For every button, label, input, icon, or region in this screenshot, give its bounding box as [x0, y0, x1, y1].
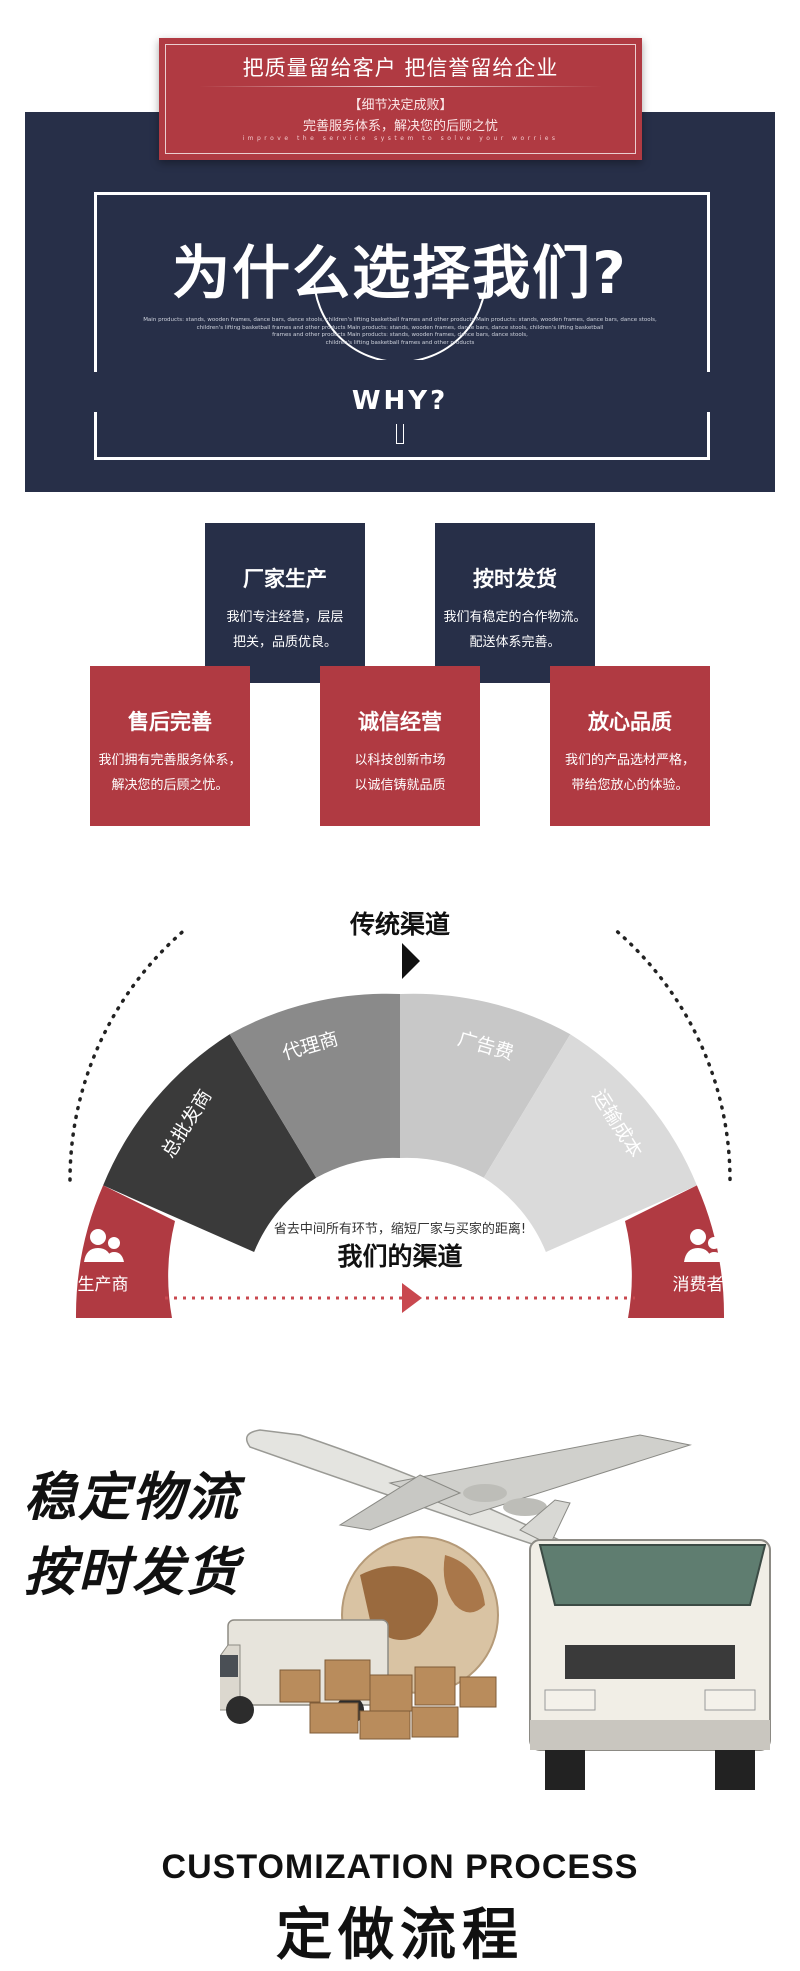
feature-text: 我们拥有完善服务体系，: [98, 753, 242, 768]
feature-title: 放心品质: [588, 710, 672, 734]
consumer-label: 消费者: [673, 1275, 724, 1295]
frame-line: [94, 192, 97, 372]
slogan-banner: 把质量留给客户 把信誉留给企业 【细节决定成败】 完善服务体系，解决您的后顾之忧…: [159, 38, 642, 160]
banner-border: [165, 44, 636, 154]
why-word: WHY?: [351, 386, 449, 416]
airplane-icon: [245, 1429, 692, 1551]
dotted-arc: [68, 930, 732, 1182]
why-panel: [25, 112, 775, 492]
banner-title: 把质量留给客户 把信誉留给企业: [242, 56, 559, 80]
feature-card-delivery: 按时发货 我们有稳定的合作物流。 配送体系完善。: [435, 523, 595, 683]
feature-title: 按时发货: [473, 567, 557, 591]
feature-text: 以诚信铸就品质: [354, 778, 446, 793]
frame-line: [94, 457, 710, 460]
banner-subtitle: 【细节决定成败】: [348, 98, 453, 113]
feature-text: 以科技创新市场: [354, 753, 446, 768]
why-bar: [396, 424, 404, 444]
feature-text: 我们有稳定的合作物流。: [443, 610, 587, 625]
logistics-headline: 稳定物流: [24, 1467, 241, 1528]
feature-card-aftersales: 售后完善 我们拥有完善服务体系， 解决您的后顾之忧。: [90, 666, 250, 826]
consumer-block: [625, 1185, 725, 1318]
traditional-channel-title: 传统渠道: [349, 910, 450, 939]
segment-wholesaler: [103, 1034, 317, 1252]
feature-title: 诚信经营: [358, 710, 442, 734]
frame-line: [94, 412, 97, 460]
frame-line: [707, 192, 710, 372]
why-title: 为什么选择我们?: [172, 239, 628, 307]
arrow-right-icon: [402, 943, 420, 979]
feature-card-factory: 厂家生产 我们专注经营，层层 把关，品质优良。: [205, 523, 365, 683]
feature-text: 把关，品质优良。: [232, 635, 337, 650]
arrow-right-icon: [402, 1283, 422, 1313]
channel-note: 省去中间所有环节，缩短厂家与买家的距离!: [273, 1222, 527, 1237]
banner-divider: [199, 86, 602, 87]
logistics-headline: 按时发货: [24, 1542, 241, 1603]
fine-print-line: frames and other products Main products:…: [272, 332, 528, 338]
producer-people-icon: [84, 1229, 124, 1262]
logistics-illustration: [220, 1429, 771, 1790]
feature-text: 配送体系完善。: [469, 635, 561, 650]
consumer-people-icon: [684, 1229, 724, 1262]
fine-print-line: children's lifting basketball frames and…: [325, 339, 475, 346]
our-channel-title: 我们的渠道: [337, 1242, 463, 1271]
frame-line: [707, 412, 710, 460]
feature-text: 我们的产品选材严格，: [564, 753, 695, 768]
feature-text: 解决您的后顾之忧。: [111, 778, 229, 793]
truck-icon: [529, 1539, 771, 1790]
segment-transport: [483, 1034, 697, 1252]
frame-line: [94, 192, 710, 195]
feature-card-quality: 放心品质 我们的产品选材严格， 带给您放心的体验。: [550, 666, 710, 826]
segment-advertising: [400, 993, 571, 1178]
fine-print: Main products: stands, wooden frames, da…: [140, 317, 660, 347]
feature-title: 售后完善: [128, 710, 212, 734]
arc-decoration: [313, 275, 487, 360]
process-english-title: CUSTOMIZATION PROCESS: [161, 1848, 639, 1886]
channel-diagram: 总批发商 代理商 广告费 运输成本 生产商 消费者: [68, 930, 732, 1318]
producer-block: [75, 1185, 175, 1318]
feature-card-integrity: 诚信经营 以科技创新市场 以诚信铸就品质: [320, 666, 480, 826]
fine-print-line: Main products: stands, wooden frames, da…: [143, 317, 657, 323]
fine-print-line: children's lifting basketball frames and…: [196, 324, 604, 331]
cardboard-boxes-icon: [279, 1659, 497, 1740]
segment-agent: [229, 993, 400, 1178]
banner-subtitle-2: 完善服务体系，解决您的后顾之忧: [302, 119, 498, 134]
feature-title: 厂家生产: [243, 567, 327, 591]
process-title: 定做流程: [276, 1903, 524, 1968]
feature-text: 我们专注经营，层层: [226, 610, 344, 625]
feature-text: 带给您放心的体验。: [571, 778, 689, 793]
banner-english: improve the service system to solve your…: [242, 135, 559, 142]
producer-label: 生产商: [78, 1275, 129, 1295]
